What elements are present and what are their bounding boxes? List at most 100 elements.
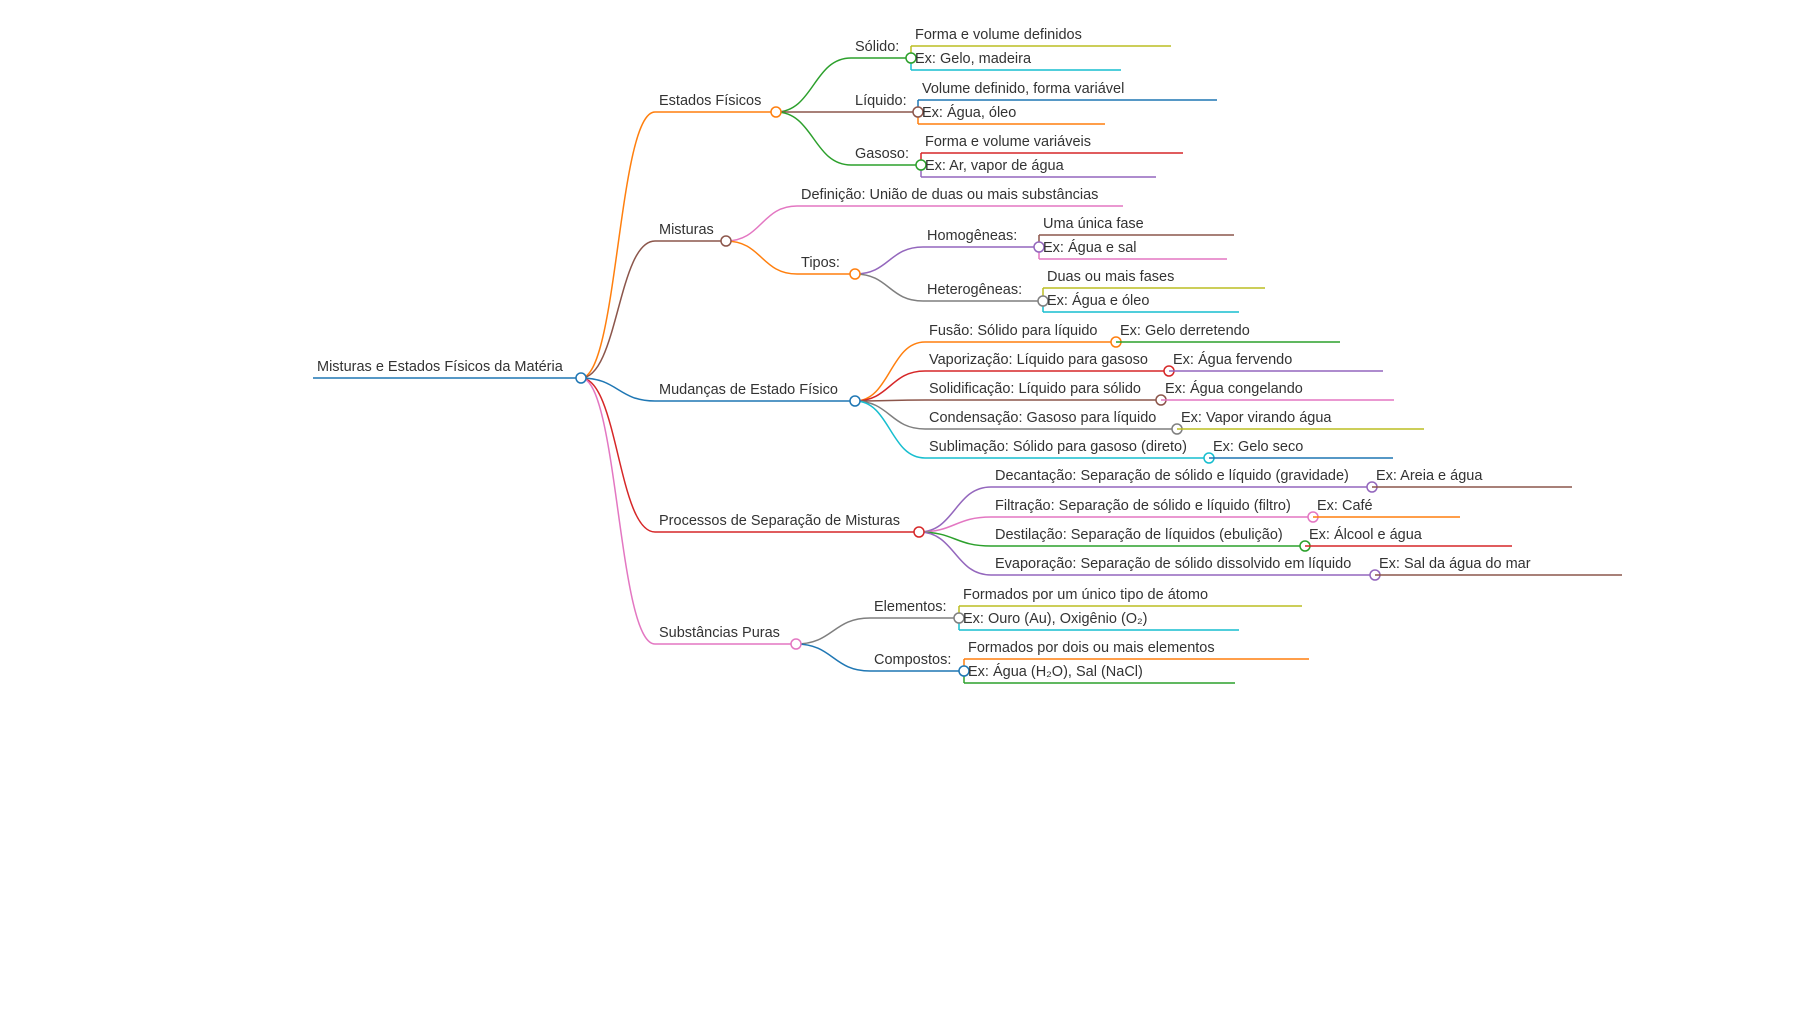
node-forma-e-volume-definidos[interactable]: Forma e volume definidos xyxy=(911,27,1171,47)
root-misturas-e-estados-fisicos-da-materia[interactable]: Misturas e Estados Físicos da Matéria xyxy=(313,359,587,384)
node-solido[interactable]: Sólido: xyxy=(851,39,917,64)
toggle-circle-icon[interactable] xyxy=(849,395,861,407)
node-mudancas-de-estado-fisico[interactable]: Mudanças de Estado Físico xyxy=(655,382,861,407)
node-homogeneas[interactable]: Homogêneas: xyxy=(923,228,1045,253)
node-ex-ouro-au-oxigenio-o[interactable]: Ex: Ouro (Au), Oxigênio (O₂) xyxy=(959,611,1239,631)
label-ex-vapor-virando-agua: Ex: Vapor virando água xyxy=(1181,410,1332,426)
label-ex-cafe: Ex: Café xyxy=(1317,498,1373,514)
node-ex-agua-fervendo[interactable]: Ex: Água fervendo xyxy=(1169,351,1383,372)
node-vaporizacao-liquido-para-gasoso[interactable]: Vaporização: Líquido para gasoso xyxy=(925,352,1175,377)
node-ex-agua-e-oleo[interactable]: Ex: Água e óleo xyxy=(1043,292,1239,313)
label-ex-areia-e-agua: Ex: Areia e água xyxy=(1376,468,1483,484)
node-uma-unica-fase[interactable]: Uma única fase xyxy=(1039,216,1234,236)
node-ex-agua-h-o-sal-nacl[interactable]: Ex: Água (H₂O), Sal (NaCl) xyxy=(964,663,1235,684)
node-ex-cafe[interactable]: Ex: Café xyxy=(1313,498,1460,518)
toggle-circle-icon[interactable] xyxy=(905,52,917,64)
label-liquido: Líquido: xyxy=(855,93,907,109)
toggle-circle-icon[interactable] xyxy=(958,665,970,677)
node-processos-de-separacao-de-misturas[interactable]: Processos de Separação de Misturas xyxy=(655,513,925,538)
label-ex-agua-h-o-sal-nacl: Ex: Água (H₂O), Sal (NaCl) xyxy=(968,663,1143,680)
label-fusao-solido-para-liquido: Fusão: Sólido para líquido xyxy=(929,323,1097,339)
connector-fusao-solido-para-liquido xyxy=(854,341,926,402)
node-formados-por-dois-ou-mais-elementos[interactable]: Formados por dois ou mais elementos xyxy=(964,640,1309,660)
node-ex-ar-vapor-de-agua[interactable]: Ex: Ar, vapor de água xyxy=(921,158,1156,178)
toggle-circle-icon[interactable] xyxy=(770,106,782,118)
toggle-circle-icon[interactable] xyxy=(915,159,927,171)
connector-solido xyxy=(775,57,852,113)
node-evaporacao-separacao-de-solido-dissolvid[interactable]: Evaporação: Separação de sólido dissolvi… xyxy=(991,556,1381,581)
node-ex-gelo-seco[interactable]: Ex: Gelo seco xyxy=(1209,439,1393,459)
node-decantacao-separacao-de-solido-e-liquido[interactable]: Decantação: Separação de sólido e líquid… xyxy=(991,468,1378,493)
label-ex-agua-congelando: Ex: Água congelando xyxy=(1165,380,1303,397)
toggle-circle-icon[interactable] xyxy=(720,235,732,247)
label-duas-ou-mais-fases: Duas ou mais fases xyxy=(1047,269,1174,285)
label-condensacao-gasoso-para-liquido: Condensação: Gasoso para líquido xyxy=(929,410,1156,426)
toggle-circle-icon[interactable] xyxy=(912,106,924,118)
node-ex-agua-congelando[interactable]: Ex: Água congelando xyxy=(1161,380,1394,401)
label-ex-alcool-e-agua: Ex: Álcool e água xyxy=(1309,526,1423,543)
toggle-circle-icon[interactable] xyxy=(790,638,802,650)
node-ex-agua-e-sal[interactable]: Ex: Água e sal xyxy=(1039,239,1227,260)
node-destilacao-separacao-de-liquidos-ebulica[interactable]: Destilação: Separação de líquidos (ebuli… xyxy=(991,527,1311,552)
label-ex-agua-oleo: Ex: Água, óleo xyxy=(922,104,1016,121)
node-sublimacao-solido-para-gasoso-direto[interactable]: Sublimação: Sólido para gasoso (direto) xyxy=(925,439,1215,464)
node-volume-definido-forma-variavel[interactable]: Volume definido, forma variável xyxy=(918,81,1217,101)
node-ex-vapor-virando-agua[interactable]: Ex: Vapor virando água xyxy=(1177,410,1424,430)
node-substancias-puras[interactable]: Substâncias Puras xyxy=(655,625,802,650)
node-fusao-solido-para-liquido[interactable]: Fusão: Sólido para líquido xyxy=(925,323,1122,348)
label-ex-ar-vapor-de-agua: Ex: Ar, vapor de água xyxy=(925,158,1065,174)
label-formados-por-um-unico-tipo-de-atomo: Formados por um único tipo de átomo xyxy=(963,587,1208,603)
toggle-circle-icon[interactable] xyxy=(849,268,861,280)
toggle-circle-icon[interactable] xyxy=(1037,295,1049,307)
node-definicao-uniao-de-duas-ou-mais-substanc[interactable]: Definição: União de duas ou mais substân… xyxy=(797,187,1123,207)
label-formados-por-dois-ou-mais-elementos: Formados por dois ou mais elementos xyxy=(968,640,1215,656)
node-ex-gelo-madeira[interactable]: Ex: Gelo, madeira xyxy=(911,51,1121,71)
connector-destilacao-separacao-de-liquidos-ebulica xyxy=(918,531,992,547)
connector-tipos xyxy=(725,240,798,275)
label-ex-sal-da-agua-do-mar: Ex: Sal da água do mar xyxy=(1379,556,1531,572)
node-duas-ou-mais-fases[interactable]: Duas ou mais fases xyxy=(1043,269,1265,289)
label-substancias-puras: Substâncias Puras xyxy=(659,625,780,641)
node-misturas[interactable]: Misturas xyxy=(655,222,732,247)
node-formados-por-um-unico-tipo-de-atomo[interactable]: Formados por um único tipo de átomo xyxy=(959,587,1302,607)
node-condensacao-gasoso-para-liquido[interactable]: Condensação: Gasoso para líquido xyxy=(925,410,1183,435)
toggle-circle-icon[interactable] xyxy=(575,372,587,384)
toggle-circle-icon[interactable] xyxy=(913,526,925,538)
connector-decantacao-separacao-de-solido-e-liquido xyxy=(918,486,992,533)
label-estados-fisicos: Estados Físicos xyxy=(659,93,761,109)
node-ex-gelo-derretendo[interactable]: Ex: Gelo derretendo xyxy=(1116,323,1340,343)
node-forma-e-volume-variaveis[interactable]: Forma e volume variáveis xyxy=(921,134,1183,154)
connector-mudancas-de-estado-fisico xyxy=(580,377,656,402)
toggle-circle-icon[interactable] xyxy=(953,612,965,624)
node-ex-agua-oleo[interactable]: Ex: Água, óleo xyxy=(918,104,1105,125)
connector-vaporizacao-liquido-para-gasoso xyxy=(854,370,926,402)
label-heterogeneas: Heterogêneas: xyxy=(927,282,1022,298)
node-ex-areia-e-agua[interactable]: Ex: Areia e água xyxy=(1372,468,1572,488)
label-uma-unica-fase: Uma única fase xyxy=(1043,216,1144,232)
label-forma-e-volume-definidos: Forma e volume definidos xyxy=(915,27,1082,43)
node-elementos[interactable]: Elementos: xyxy=(870,599,965,624)
node-ex-sal-da-agua-do-mar[interactable]: Ex: Sal da água do mar xyxy=(1375,556,1622,576)
connector-definicao-uniao-de-duas-ou-mais-substanc xyxy=(725,205,798,242)
node-ex-alcool-e-agua[interactable]: Ex: Álcool e água xyxy=(1305,526,1512,547)
node-heterogeneas[interactable]: Heterogêneas: xyxy=(923,282,1049,307)
label-elementos: Elementos: xyxy=(874,599,947,615)
node-liquido[interactable]: Líquido: xyxy=(851,93,924,118)
connector-substancias-puras xyxy=(580,377,656,645)
node-filtracao-separacao-de-solido-e-liquido-[interactable]: Filtração: Separação de sólido e líquido… xyxy=(991,498,1319,523)
node-tipos[interactable]: Tipos: xyxy=(797,255,861,280)
label-misturas: Misturas xyxy=(659,222,714,238)
node-gasoso[interactable]: Gasoso: xyxy=(851,146,927,171)
label-destilacao-separacao-de-liquidos-ebulica: Destilação: Separação de líquidos (ebuli… xyxy=(995,527,1283,543)
toggle-circle-icon[interactable] xyxy=(1033,241,1045,253)
connector-homogeneas xyxy=(854,246,924,275)
connector-filtracao-separacao-de-solido-e-liquido- xyxy=(918,516,992,533)
node-solidificacao-liquido-para-solido[interactable]: Solidificação: Líquido para sólido xyxy=(925,381,1167,406)
label-volume-definido-forma-variavel: Volume definido, forma variável xyxy=(922,81,1124,97)
label-filtracao-separacao-de-solido-e-liquido-: Filtração: Separação de sólido e líquido… xyxy=(995,498,1291,514)
node-estados-fisicos[interactable]: Estados Físicos xyxy=(655,93,782,118)
nodes: Misturas e Estados Físicos da Matéria Est… xyxy=(313,27,1622,684)
label-tipos: Tipos: xyxy=(801,255,840,271)
node-compostos[interactable]: Compostos: xyxy=(870,652,970,677)
